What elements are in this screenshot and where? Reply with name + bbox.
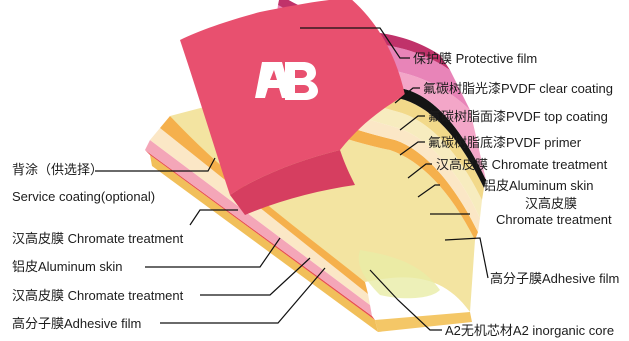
protective-film-fold — [230, 150, 355, 215]
label-chromate-treatment-left-1: 汉高皮膜 Chromate treatment — [12, 231, 184, 246]
label-protective-film: 保护膜 Protective film — [413, 51, 538, 66]
label-back-coating-en: Service coating(optional) — [12, 189, 156, 204]
leader-adhesive-left — [160, 267, 326, 324]
left-chromate-edge — [150, 128, 370, 305]
leader-adhesive-right — [444, 237, 489, 279]
label-chromate-treatment-right-1: 汉高皮膜 Chromate treatment — [436, 157, 608, 172]
label-pvdf-clear-coating: 氟碳树脂光漆PVDF clear coating — [423, 81, 613, 96]
leader-pvdf-top — [399, 115, 425, 131]
brand-logo — [255, 62, 318, 100]
core-green-glow — [358, 250, 440, 299]
label-adhesive-film-right: 高分子膜Adhesive film — [490, 271, 620, 286]
label-chromate-right-2-en: Chromate treatment — [496, 212, 612, 227]
leader-chromate-left-1 — [189, 209, 238, 226]
label-pvdf-top-coating: 氟碳树脂面漆PVDF top coating — [428, 109, 608, 124]
leader-core — [369, 269, 442, 331]
label-back-coating-cn: 背涂（供选择） — [12, 162, 104, 177]
back-coating-pink-edge — [145, 140, 372, 316]
label-inorganic-core: A2无机芯材A2 inorganic core — [445, 323, 615, 338]
leader-protective-film — [300, 27, 410, 59]
leader-aluminum-left — [145, 237, 281, 268]
label-adhesive-film-left: 高分子膜Adhesive film — [12, 316, 142, 331]
label-pvdf-primer: 氟碳树脂底漆PVDF primer — [428, 135, 582, 150]
leader-lines — [95, 27, 489, 331]
label-aluminum-skin-left: 铝皮Aluminum skin — [12, 259, 123, 274]
label-aluminum-skin-right: 铝皮Aluminum skin — [483, 178, 594, 193]
core-side-face — [150, 155, 378, 332]
core-front-face — [375, 312, 472, 332]
leader-pvdf-clear — [394, 87, 420, 104]
leader-chromate-right-1 — [407, 163, 432, 179]
label-chromate-right-2-cn: 汉高皮膜 — [525, 196, 578, 211]
leader-aluminum-right — [417, 184, 440, 198]
leader-chromate-left-2 — [200, 257, 311, 296]
leader-pvdf-primer — [399, 141, 425, 156]
leader-back-coating — [95, 157, 216, 172]
label-chromate-treatment-left-2: 汉高皮膜 Chromate treatment — [12, 288, 184, 303]
